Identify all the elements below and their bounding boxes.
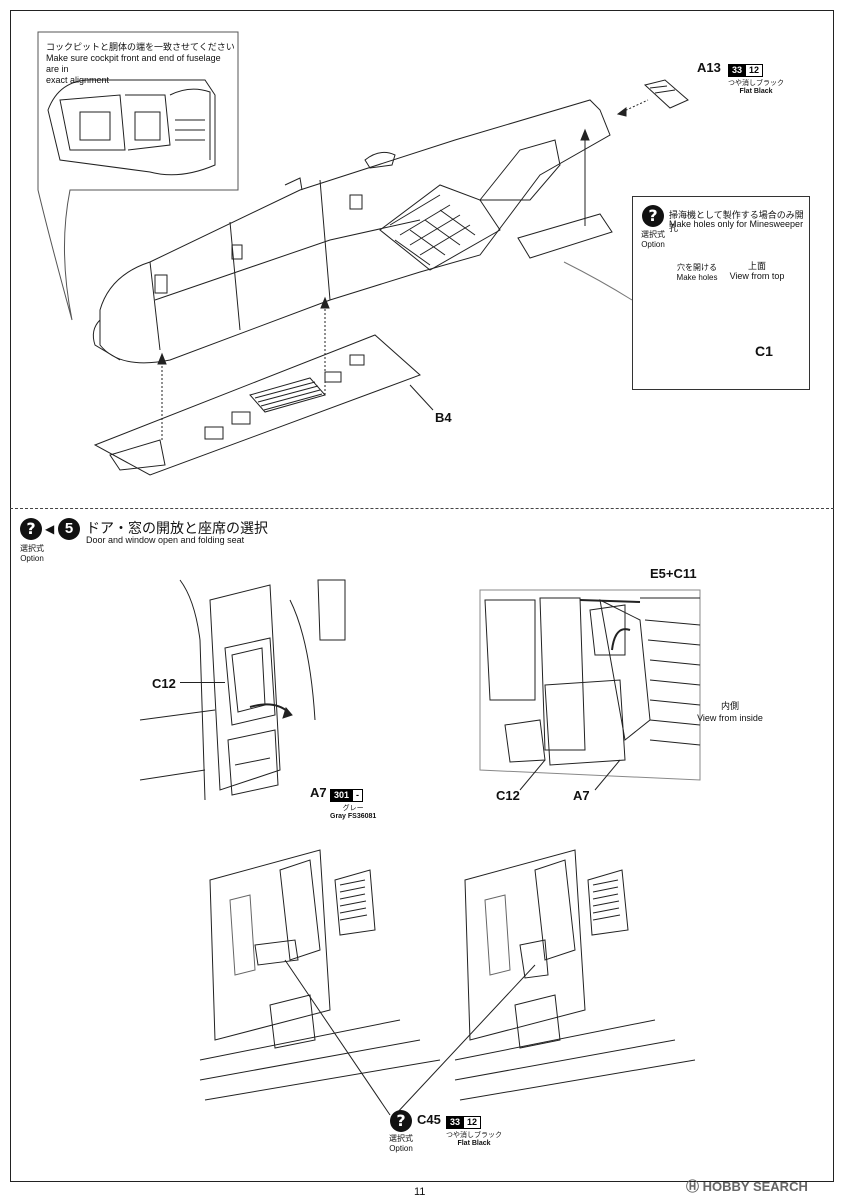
paint-a7-name-jp: グレー [342, 805, 364, 812]
watermark-logo-icon: Ⓗ [686, 1179, 703, 1194]
seat-scene-right-drawing [454, 849, 696, 1101]
c45-option-jp: 選択式 [389, 1134, 413, 1143]
question-icon-step5: ? [20, 518, 42, 540]
part-label-c45: C45 [417, 1112, 441, 1127]
part-label-c12-left: C12 [152, 676, 176, 691]
paint-name-en: Flat Black [739, 88, 773, 95]
c45-option-label: 選択式 Option [383, 1134, 419, 1154]
cockpit-note-en-1: Make sure cockpit front and end of fusel… [46, 53, 221, 74]
step5-title-jp: ドア・窓の開放と座席の選択 [86, 520, 268, 536]
c45-option-en: Option [389, 1144, 413, 1153]
part-label-b4: B4 [435, 410, 452, 425]
part-label-c1: C1 [755, 343, 773, 359]
view-top-label: 上面 View from top [727, 261, 787, 281]
option-title-en: Make holes only for Minesweeper [669, 219, 804, 229]
paint-code-a7-a: 301 [331, 790, 353, 801]
paint-a7-name-en: Gray FS36081 [330, 813, 377, 820]
part-label-a7-right: A7 [573, 788, 590, 803]
seat-scene-left-drawing [199, 849, 441, 1101]
option-label: 選択式 Option [637, 230, 669, 250]
paint-name-jp: つや消しブラック [728, 80, 784, 87]
step5-title-en: Door and window open and folding seat [86, 535, 245, 545]
make-holes-jp: 穴を開ける [677, 263, 717, 272]
watermark: Ⓗ HOBBY SEARCH [686, 1176, 808, 1195]
paint-code-c45: 33 12 つや消しブラック Flat Black [446, 1112, 502, 1147]
part-b4-drawing [93, 334, 421, 476]
paint-code-box: 33 12 [728, 64, 764, 77]
page-number: 11 [414, 1186, 426, 1198]
page-frame [10, 10, 834, 1182]
inside-view-label: 内側 View from inside [690, 700, 770, 724]
option-en: Option [641, 240, 665, 249]
view-top-jp: 上面 [747, 261, 766, 271]
fuselage-drawing [92, 99, 611, 364]
paint-code-a13: 33 12 つや消しブラック Flat Black [728, 60, 784, 95]
paint-c45-name-en: Flat Black [457, 1140, 491, 1147]
cockpit-note-en-2: exact alignment [46, 75, 110, 85]
part-label-a7-left: A7 [310, 785, 327, 800]
paint-code-box-c45: 33 12 [446, 1116, 482, 1129]
part-label-e5-c11: E5+C11 [650, 566, 697, 581]
cockpit-note-jp: コックピットと胴体の端を一致させてください [46, 42, 235, 52]
option-jp: 選択式 [641, 230, 665, 239]
cockpit-alignment-note: コックピットと胴体の端を一致させてください Make sure cockpit … [46, 40, 236, 86]
paint-code-a7-b: - [352, 790, 363, 801]
inside-view-drawing [479, 589, 701, 781]
watermark-text: HOBBY SEARCH [702, 1179, 808, 1194]
paint-code-c45-a: 33 [447, 1117, 464, 1128]
leader-c12-left [180, 682, 225, 683]
step-number: 5 [58, 518, 80, 540]
option-title-jp: 掃海機として製作する場合のみ開孔 [669, 210, 804, 233]
cockpit-detail-drawing [47, 79, 216, 176]
part-label-c12-right: C12 [496, 788, 520, 803]
paint-code-box-a7: 301 - [330, 789, 364, 802]
door-scene-drawing [139, 579, 346, 801]
question-icon: ? [642, 205, 664, 227]
part-label-a13: A13 [697, 60, 721, 75]
step5-option-en: Option [20, 554, 44, 563]
section-divider [10, 508, 834, 509]
step5-option-jp: 選択式 [20, 544, 44, 553]
step5-option-label: 選択式 Option [14, 544, 50, 564]
inside-jp: 内側 [720, 701, 739, 711]
paint-code-a: 33 [729, 65, 746, 76]
step-arrow-icon: ◀ [45, 522, 55, 536]
paint-code-b: 12 [745, 65, 763, 76]
minesweeper-option-box: ? 掃海機として製作する場合のみ開孔 Make holes only for M… [632, 196, 810, 390]
make-holes-label: 穴を開ける Make holes [667, 263, 727, 283]
paint-code-c45-b: 12 [463, 1117, 481, 1128]
part-a13-drawing [643, 79, 689, 109]
paint-c45-name-jp: つや消しブラック [446, 1132, 502, 1139]
inside-en: View from inside [697, 713, 763, 723]
view-top-en: View from top [729, 271, 785, 281]
question-icon-c45: ? [390, 1110, 412, 1132]
make-holes-en: Make holes [676, 273, 718, 282]
paint-code-a7: 301 - グレー Gray FS36081 [330, 785, 376, 820]
